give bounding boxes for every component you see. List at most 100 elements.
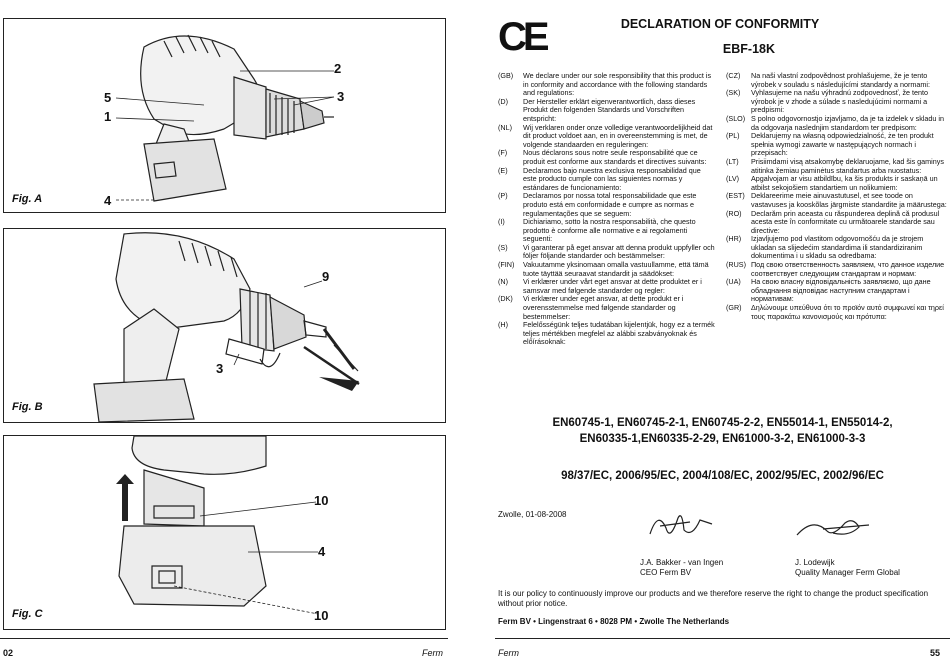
declaration-entry: (S) Vi garanterar på eget ansvar att denn…	[498, 242, 716, 261]
declaration-text: Под свою ответственность заявляем, что д…	[751, 260, 945, 278]
declaration-text: Nous déclarons sous notre seule responsa…	[523, 148, 707, 166]
model-number: EBF-18K	[722, 42, 775, 56]
declaration-entry: (P)Declaramos por nossa total responsabi…	[498, 192, 716, 218]
signatory-2-name: J. Lodewijk	[795, 558, 835, 567]
language-code: (S)	[498, 242, 508, 252]
declaration-entry: (N)Vi erklærer under vårt eget ansvar at…	[498, 277, 716, 295]
figure-c-label: Fig. C	[12, 608, 43, 620]
policy-statement: It is our policy to continuously improve…	[498, 589, 929, 608]
declaration-text: Vyhlasujeme na našu výhradnú zodpovednos…	[751, 88, 929, 115]
language-code: (SK)	[726, 88, 741, 98]
language-code: (E)	[498, 165, 508, 175]
signatory-1-name: J.A. Bakker - van Ingen	[640, 558, 724, 567]
declaration-text: Apgalvojam ar visu atbildību, ka šis pro…	[751, 174, 938, 192]
declaration-entry: (EST) Deklareerime meie ainuvastutusel, e…	[726, 191, 948, 209]
figure-a-panel: 2 5 3 1 4 Fig. A	[3, 18, 446, 213]
declaration-text: We declare under our sole responsibility…	[523, 71, 712, 98]
language-code: (I)	[498, 217, 505, 227]
declaration-entry: (SK) Vyhlasujeme na našu výhradnú zodpove…	[726, 88, 948, 115]
language-code: (RUS)	[726, 260, 746, 270]
language-code: (EST)	[726, 191, 745, 201]
declaration-text: Deklarujemy na własną odpowiedzialność, …	[751, 131, 934, 158]
declaration-text: Deklareerime meie ainuvastutusel, et see…	[751, 191, 947, 209]
declaration-text: Na naši vlastní zodpovědnost prohlašujem…	[751, 71, 930, 89]
page-number-left: 02	[3, 648, 14, 658]
standards-list: EN60745-1, EN60745-2-1, EN60745-2-2, EN5…	[495, 415, 950, 447]
standards-line: EN60335-1,EN60335-2-29, EN61000-3-2, EN6…	[579, 433, 866, 445]
declaration-entry: (SLO)S polno odgovornostjo izjavljamo, d…	[726, 113, 948, 132]
declaration-text: Vi garanterar på eget ansvar att denna p…	[523, 242, 715, 261]
battery-removal-illustration	[116, 436, 319, 615]
declaration-text: Wij verklaren onder onze volledige veran…	[523, 122, 713, 149]
callout-9: 9	[322, 269, 330, 284]
figure-b-panel: 9 3 Fig. B	[3, 228, 446, 423]
declaration-text: Vi erklærer under eget ansvar, at dette …	[523, 294, 684, 321]
language-code: (P)	[498, 191, 508, 201]
language-code: (CZ)	[726, 71, 741, 80]
figure-b-label: Fig. B	[12, 401, 43, 413]
signatory-2-title: Quality Manager Ferm Global	[795, 568, 900, 577]
declaration-text: Declarăm prin aceasta cu răspunderea dep…	[751, 208, 940, 235]
language-code: (HR)	[726, 234, 742, 244]
drill-chuck-illustration	[93, 232, 360, 422]
declaration-entry: (F) Nous déclarons sous notre seule respo…	[498, 148, 716, 166]
directives-list: 98/37/EC, 2006/95/EC, 2004/108/EC, 2002/…	[561, 470, 884, 482]
declaration-entry: (PL) Deklarujemy na własną odpowiedzialno…	[726, 131, 948, 158]
declaration-text: Der Hersteller erklärt eigenverantwortli…	[523, 96, 696, 123]
declaration-entry: (GB) We declare under our sole responsibi…	[498, 71, 716, 98]
language-code: (NL)	[498, 122, 512, 132]
declaration-entry: (LT) Prisiimdami visą atsakomybę deklaruo…	[726, 156, 948, 175]
declaration-entry: (D) Der Hersteller erklärt eigenverantwor…	[498, 96, 716, 124]
ce-mark: CE	[498, 15, 550, 59]
footer-rule	[0, 638, 448, 639]
language-code: (RO)	[726, 208, 742, 218]
declaration-entry: (LV)Apgalvojam ar visu atbildību, ka šis…	[726, 174, 948, 192]
language-code: (DK)	[498, 294, 513, 304]
language-code: (PL)	[726, 131, 740, 141]
declaration-entry: (H)Felelősségünk teljes tudatában kijele…	[498, 320, 716, 347]
page-title: DECLARATION OF CONFORMITY	[620, 17, 820, 31]
language-code: (LT)	[726, 156, 739, 166]
declaration-entry: (RUS) Под свою ответственность заявляем, …	[726, 260, 948, 278]
declarations-column-right: (CZ) Na naši vlastní zodpovědnost prohlaš…	[726, 71, 948, 321]
language-code: (FIN)	[498, 260, 515, 270]
declaration-text: Prisiimdami visą atsakomybę deklaruojame…	[751, 156, 944, 175]
signatory-2: J. Lodewijk Quality Manager Ferm Global	[795, 558, 900, 578]
callout-3: 3	[216, 361, 224, 376]
declaration-text: Δηλώνουμε υπεύθυνα ότι το προϊόν αυτό συ…	[751, 303, 944, 321]
declaration-entry: (GR) Δηλώνουμε υπεύθυνα ότι το προϊόν αυτ…	[726, 303, 948, 321]
footer-brand-right: Ferm	[498, 648, 519, 658]
declaration-entry: (RO) Declarăm prin aceasta cu răspunderea…	[726, 208, 948, 236]
footer-rule	[495, 638, 950, 639]
callout-1: 1	[104, 109, 112, 124]
language-code: (SLO)	[726, 113, 746, 123]
declaration-text: Felelősségünk teljes tudatában kijelentj…	[523, 320, 715, 347]
language-code: (F)	[498, 148, 508, 158]
callout-2: 2	[334, 61, 342, 76]
declaration-text: Declaramos bajo nuestra exclusiva respon…	[523, 165, 701, 192]
standards-line: EN60745-1, EN60745-2-1, EN60745-2-2, EN5…	[552, 417, 893, 429]
declaration-entry: (UA) На свою власну відповідальність заяв…	[726, 277, 948, 304]
declaration-entry: (HR)Izjavljujemo pod vlastitom odgovorno…	[726, 235, 948, 261]
signature-bakker	[649, 515, 713, 535]
callout-10-bottom: 10	[314, 608, 329, 623]
signatory-1-title: CEO Ferm BV	[640, 568, 692, 577]
callout-5: 5	[104, 90, 112, 105]
declaration-text: Vi erklærer under vårt eget ansvar at de…	[523, 277, 702, 295]
declaration-entry: (E) Declaramos bajo nuestra exclusiva res…	[498, 165, 716, 193]
callout-4: 4	[318, 544, 326, 559]
language-code: (GB)	[498, 71, 514, 80]
footer-brand-left: Ferm	[422, 648, 443, 658]
place-date: Zwolle, 01-08-2008	[498, 510, 567, 519]
language-code: (UA)	[726, 277, 741, 287]
declaration-text: Dichiariamo, sotto la nostra responsabil…	[523, 217, 696, 244]
declaration-text: На свою власну відповідальність заявляєм…	[751, 277, 931, 304]
language-code: (GR)	[726, 303, 742, 313]
left-page: 2 5 3 1 4 Fig. A	[0, 18, 448, 658]
language-code: (D)	[498, 96, 508, 106]
declaration-entry: (DK) Vi erklærer under eget ansvar, at de…	[498, 295, 716, 321]
declaration-entry: (CZ) Na naši vlastní zodpovědnost prohlaš…	[726, 71, 948, 89]
figure-c-panel: 10 4 10 Fig. C	[3, 435, 446, 630]
callout-4: 4	[104, 193, 112, 208]
figure-a-label: Fig. A	[12, 193, 43, 205]
